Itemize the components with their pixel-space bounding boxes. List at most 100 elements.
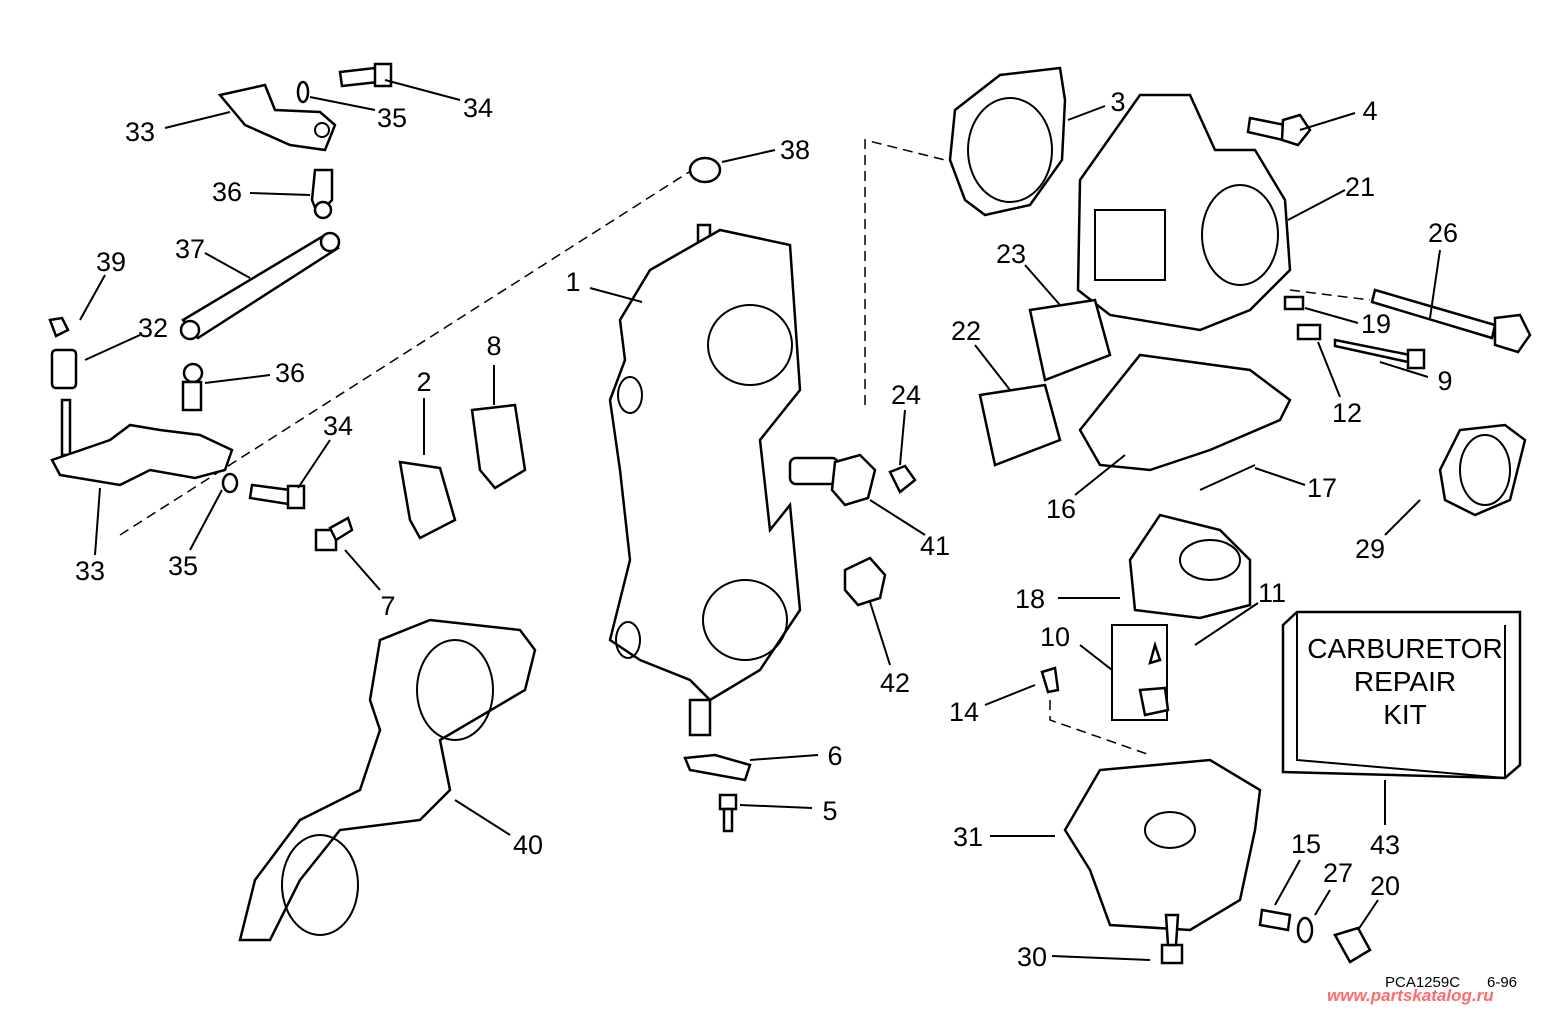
gasket-40-port-top (416, 639, 494, 741)
callout-33: 33 (125, 117, 155, 147)
needle-valve-group-10 (1111, 624, 1168, 721)
leader-line-29 (1384, 499, 1421, 536)
washer-35-bottom (221, 472, 239, 494)
callout-9: 9 (1437, 366, 1452, 396)
drawing-code: PCA1259C (1385, 974, 1460, 991)
callout-18: 18 (1015, 584, 1045, 614)
callout-12: 12 (1332, 398, 1362, 428)
callout-35: 35 (168, 551, 198, 581)
leader-line-33 (164, 111, 231, 129)
carburetor-body-1 (608, 223, 802, 737)
screw-30 (1160, 913, 1184, 965)
leader-line-22 (974, 344, 1011, 391)
leader-line-33 (94, 487, 101, 556)
gasket-3-port (967, 97, 1053, 203)
leader-line-32 (84, 334, 141, 361)
leader-line-11 (1194, 602, 1259, 646)
leader-line-35 (309, 96, 376, 111)
callout-17: 17 (1307, 473, 1337, 503)
callout-3: 3 (1110, 87, 1125, 117)
nut-42 (843, 556, 887, 607)
leader-line-36 (204, 374, 271, 384)
leader-line-36 (249, 192, 311, 196)
ball-stud-36-top (310, 168, 334, 220)
callout-6: 6 (827, 741, 842, 771)
callout-42: 42 (880, 668, 910, 698)
callout-38: 38 (780, 135, 810, 165)
jet-19 (1283, 295, 1305, 311)
screw-15 (1258, 908, 1292, 932)
washer-35-top (296, 80, 310, 104)
callout-27: 27 (1323, 858, 1353, 888)
callout-8: 8 (486, 331, 501, 361)
callout-4: 4 (1362, 96, 1377, 126)
leader-line-1 (589, 287, 643, 303)
leader-line-27 (1314, 889, 1331, 916)
callout-41: 41 (920, 531, 950, 561)
leader-line-30 (1051, 955, 1151, 961)
callout-39: 39 (96, 247, 126, 277)
clip-6 (683, 753, 752, 782)
callout-23: 23 (996, 239, 1026, 269)
callout-33: 33 (75, 556, 105, 586)
seat-10 (1138, 686, 1170, 717)
leader-line-35 (189, 489, 223, 551)
leader-line-24 (899, 409, 906, 466)
callout-1: 1 (565, 267, 580, 297)
float-bowl-31 (1063, 758, 1262, 932)
callout-20: 20 (1370, 871, 1400, 901)
plug-20 (1333, 926, 1372, 964)
leader-line-19 (1304, 307, 1359, 324)
kit-label-line-2: REPAIR (1354, 666, 1456, 697)
callout-43: 43 (1370, 830, 1400, 860)
screw-7 (314, 516, 354, 552)
throttle-lever-top (217, 83, 337, 152)
leader-line-37 (204, 252, 251, 279)
needle-screw-9 (1333, 338, 1426, 370)
plate-22 (978, 383, 1062, 467)
clip-11 (1148, 640, 1162, 665)
washer-27 (1296, 916, 1314, 944)
leader-line-5 (739, 804, 813, 809)
callout-11: 11 (1258, 578, 1286, 608)
callout-2: 2 (416, 367, 431, 397)
gasket-3 (948, 66, 1067, 217)
callout-16: 16 (1046, 494, 1076, 524)
screw-34-top (338, 62, 393, 88)
screw-24 (888, 464, 917, 494)
kit-label-line-1: CARBURETOR (1307, 633, 1503, 664)
callout-10: 10 (1040, 622, 1070, 652)
watermark: www.partskatalog.ru (1327, 986, 1494, 1005)
leader-line-6 (749, 754, 819, 761)
callout-34: 34 (323, 411, 353, 441)
leader-line-12 (1317, 341, 1341, 398)
callout-30: 30 (1017, 942, 1047, 972)
float-18 (1128, 513, 1252, 620)
gasket-40-port-bottom (281, 834, 359, 936)
bolt-26 (1370, 288, 1532, 354)
ball-stud-36-bottom (181, 362, 204, 412)
leader-line-10 (1079, 644, 1113, 671)
callout-37: 37 (175, 234, 205, 264)
nut-39 (48, 316, 70, 338)
plate-2 (398, 460, 457, 540)
leader-line-20 (1357, 899, 1379, 931)
leader-line-23 (1024, 264, 1061, 306)
callout-24: 24 (891, 380, 921, 410)
callout-14: 14 (949, 697, 979, 727)
screw-4 (1246, 113, 1312, 147)
leader-line-38 (721, 149, 776, 163)
leader-line-34 (297, 439, 331, 489)
fitting-41 (788, 453, 877, 507)
kit-label-line-3: KIT (1383, 699, 1427, 730)
leader-line-15 (1274, 859, 1301, 906)
leader-line-9 (1379, 361, 1429, 378)
gasket-40 (238, 618, 537, 942)
callout-21: 21 (1345, 172, 1375, 202)
leader-line-4 (1299, 112, 1356, 131)
screw-5 (718, 793, 738, 833)
callout-35: 35 (377, 103, 407, 133)
screw-14 (1040, 666, 1060, 694)
